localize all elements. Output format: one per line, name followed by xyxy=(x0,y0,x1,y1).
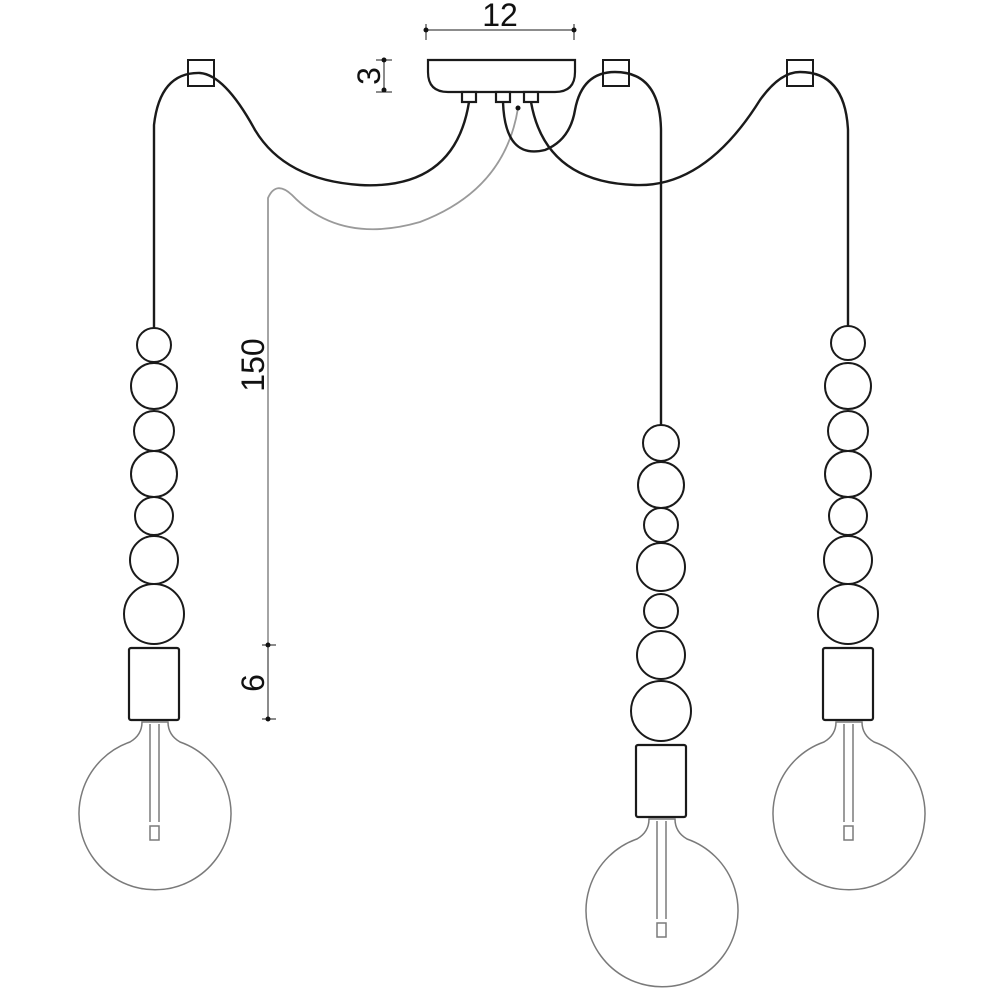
lamp-socket-right xyxy=(821,646,875,722)
ceiling-canopy xyxy=(426,58,577,104)
cable-left xyxy=(152,71,471,328)
bulb-right xyxy=(772,721,926,891)
canopy-height-label: 3 xyxy=(351,67,387,85)
pendant-middle xyxy=(585,424,739,988)
pendant-right xyxy=(772,325,926,891)
cable-outlet-right xyxy=(522,90,540,104)
lamp-socket-middle xyxy=(634,743,688,819)
cable-length-label: 150 xyxy=(235,338,271,391)
cable-middle xyxy=(501,70,663,425)
lamp-socket-left xyxy=(127,646,181,722)
canopy-height-dimension: 3 xyxy=(351,57,392,93)
canopy-width-dimension: 12 xyxy=(423,0,577,40)
cable-outlet-middle xyxy=(494,90,512,104)
cable-outlet-left xyxy=(460,90,478,104)
canopy-width-label: 12 xyxy=(482,0,518,33)
cable-right xyxy=(529,70,850,326)
socket-height-dimension: 6 xyxy=(235,645,276,722)
cable-length-dimension: 150 xyxy=(235,105,521,648)
bulb-left xyxy=(78,721,232,891)
pendant-left xyxy=(78,327,232,891)
bulb-middle xyxy=(585,818,739,988)
socket-height-label: 6 xyxy=(235,674,271,692)
